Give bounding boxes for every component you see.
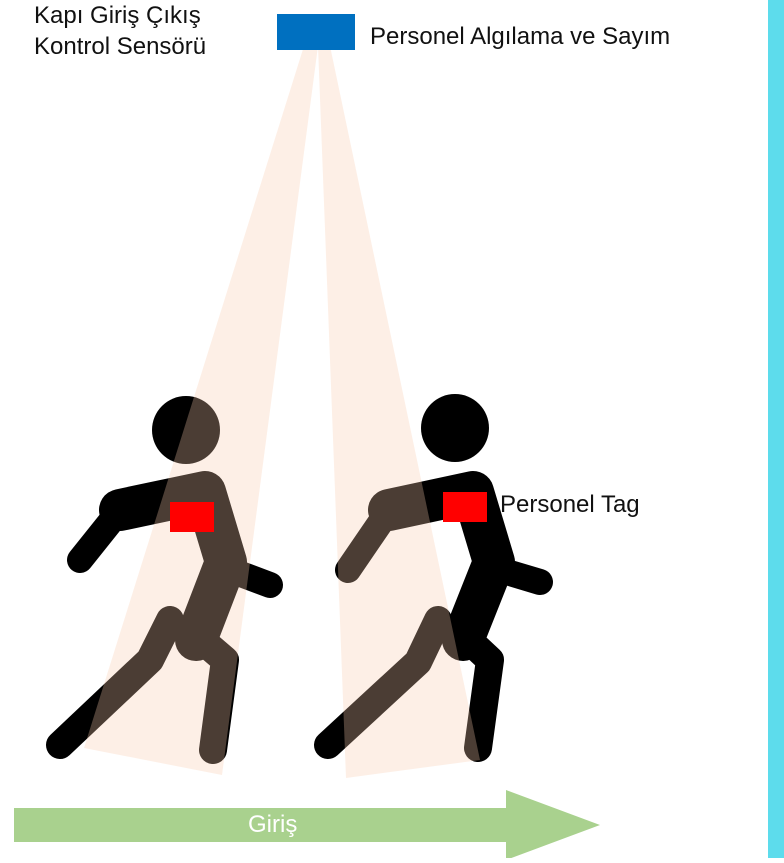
sensor-beam-left [84, 46, 318, 775]
personnel-tag-label: Personel Tag [500, 491, 640, 518]
right-arrow-icon [14, 790, 600, 860]
walking-person-icon [46, 396, 283, 764]
sensor-box-icon [277, 14, 355, 50]
walking-person-icon [314, 394, 553, 762]
sensor-beam-right [318, 46, 480, 778]
right-border-strip [768, 0, 784, 858]
personnel-tag-right [443, 492, 487, 522]
direction-label: Giriş [248, 811, 298, 838]
sensor-title-line1: Kapı Giriş Çıkış [34, 2, 201, 29]
personnel-tag-left [170, 502, 214, 532]
sensor-title-line2: Kontrol Sensörü [34, 33, 207, 60]
sensor-function-label: Personel Algılama ve Sayım [370, 23, 671, 50]
